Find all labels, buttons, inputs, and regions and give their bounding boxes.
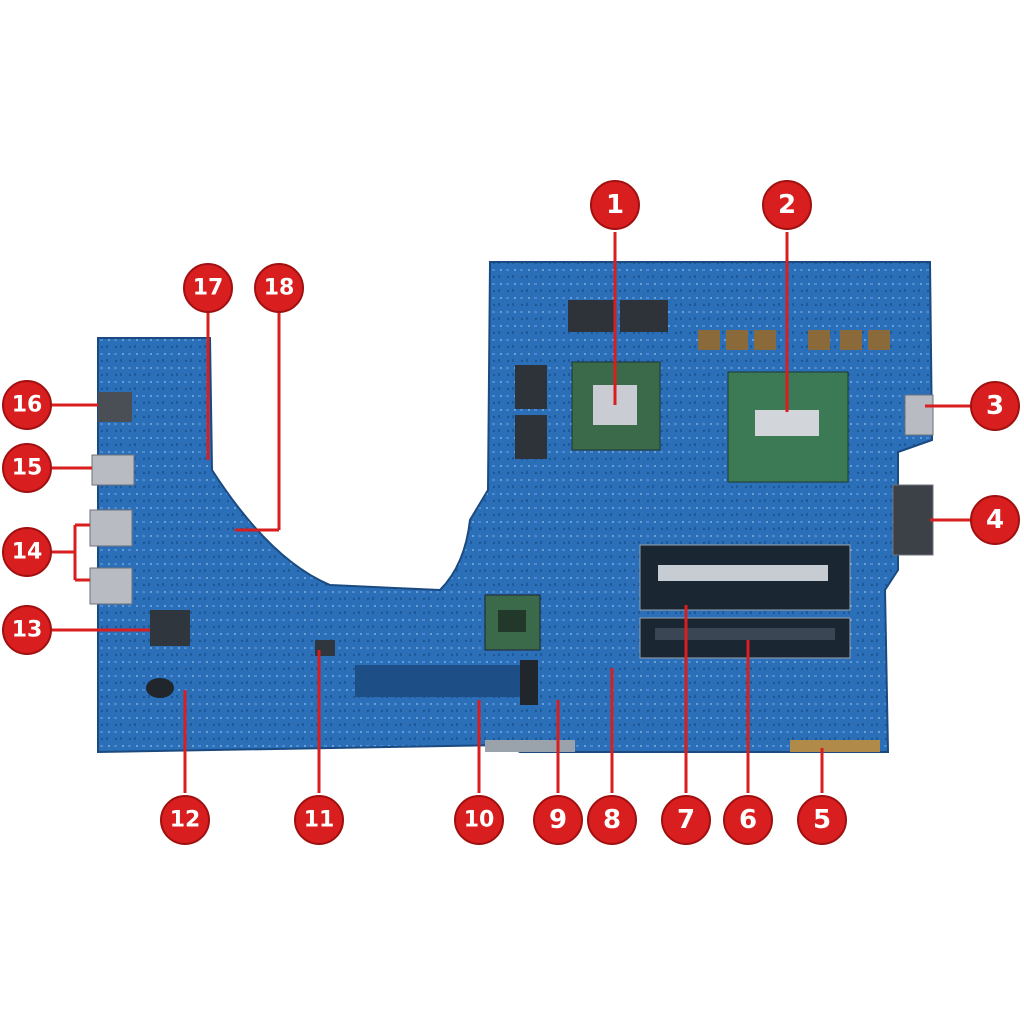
usb-port-1 (89, 509, 133, 547)
callout-10: 10 (454, 795, 504, 845)
svg-text:7: 7 (677, 805, 695, 835)
svg-text:5: 5 (813, 805, 831, 835)
svg-text:17: 17 (193, 276, 224, 301)
right-ports (892, 394, 934, 556)
callout-1: 1 (590, 180, 640, 230)
svg-text:6: 6 (739, 805, 757, 835)
callouts: 1 2 3 4 5 6 7 8 (2, 180, 1020, 845)
callout-11: 11 (294, 795, 344, 845)
callout-14: 14 (2, 527, 52, 577)
svg-text:2: 2 (778, 190, 796, 220)
callout-17: 17 (183, 263, 233, 313)
svg-text:13: 13 (12, 618, 43, 643)
vram-chip (568, 300, 616, 332)
board-connectors (315, 640, 880, 752)
audio-jack (146, 678, 174, 698)
svg-text:12: 12 (170, 808, 201, 833)
svg-text:10: 10 (464, 808, 495, 833)
svg-text:4: 4 (986, 505, 1004, 535)
callout-2: 2 (762, 180, 812, 230)
callout-15: 15 (2, 443, 52, 493)
svg-text:1: 1 (606, 190, 624, 220)
callout-6: 6 (723, 795, 773, 845)
callout-7: 7 (661, 795, 711, 845)
vram-chip (515, 415, 547, 459)
callout-12: 12 (160, 795, 210, 845)
m2-slot (355, 665, 520, 697)
svg-text:9: 9 (549, 805, 567, 835)
callout-5: 5 (797, 795, 847, 845)
io-ports (89, 392, 190, 698)
cpu-die (755, 410, 819, 436)
svg-text:14: 14 (12, 540, 43, 565)
audio-chip (150, 610, 190, 646)
svg-text:15: 15 (12, 456, 43, 481)
callout-4: 4 (970, 495, 1020, 545)
pch-chip-area (484, 594, 541, 651)
port-4 (892, 484, 934, 556)
svg-text:16: 16 (12, 393, 43, 418)
svg-text:18: 18 (264, 276, 295, 301)
m2-connector (520, 660, 538, 705)
vram-chip (620, 300, 668, 332)
usb-port-2 (89, 567, 133, 605)
callout-13: 13 (2, 605, 52, 655)
usb-port-top (91, 454, 135, 486)
callout-18: 18 (254, 263, 304, 313)
callout-16: 16 (2, 380, 52, 430)
callout-3: 3 (970, 381, 1020, 431)
leader-lines (52, 232, 970, 793)
bottom-connector (485, 740, 575, 752)
svg-text:11: 11 (304, 808, 335, 833)
port-3 (904, 394, 934, 436)
svg-text:8: 8 (603, 805, 621, 835)
dc-jack-port (98, 392, 132, 422)
vram-chip (515, 365, 547, 409)
svg-text:3: 3 (986, 391, 1004, 421)
callout-8: 8 (587, 795, 637, 845)
callout-9: 9 (533, 795, 583, 845)
ram-slots (639, 544, 851, 659)
edge-connector (790, 740, 880, 752)
